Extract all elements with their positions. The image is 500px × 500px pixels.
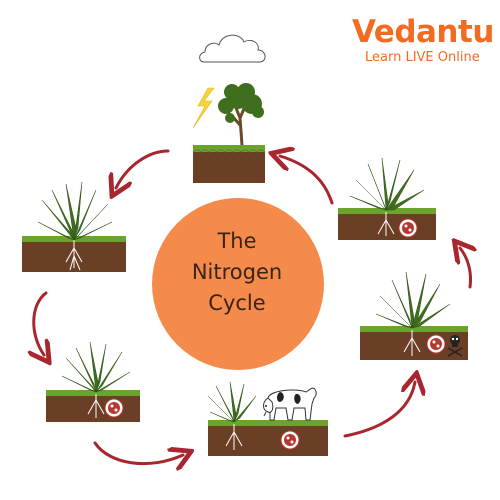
plant-icon: [61, 341, 131, 393]
center-circle: [152, 198, 324, 370]
arrow-bottom-to-right: [343, 382, 415, 438]
title-line-2: Nitrogen: [191, 260, 283, 284]
stage-tree-soil: [192, 83, 266, 183]
plant-icon: [349, 157, 425, 211]
diagram-title: The Nitrogen Cycle: [152, 226, 322, 319]
stage-plant-nodule-upper: [338, 157, 436, 240]
brand-name-rest: edantu: [373, 14, 495, 50]
skull-icon: [447, 335, 463, 357]
stage-plant-nodule: [46, 341, 140, 422]
arrow-tree-to-left: [116, 149, 170, 188]
cycle-arrows: [34, 151, 471, 464]
title-line-1: The: [217, 229, 257, 253]
brand-tagline: Learn LIVE Online: [365, 50, 480, 65]
cow-icon: [263, 387, 317, 421]
nodule-icon: [398, 218, 418, 238]
arrow-left-to-bottomleft: [34, 291, 46, 355]
arrow-upper-to-tree: [280, 156, 334, 205]
arrow-right-to-upper: [460, 248, 471, 289]
brand-logo: Vedantu Learn LIVE Online: [352, 14, 495, 65]
plant-icon: [207, 381, 257, 423]
nodule-icon: [426, 334, 446, 354]
tree-icon: [218, 83, 264, 123]
plant-icon: [37, 181, 113, 241]
cloud-icon: [199, 34, 266, 63]
arrow-bottomleft-to-bottom: [93, 441, 183, 464]
brand-name-first: V: [352, 14, 374, 50]
nodule-icon: [104, 398, 124, 418]
brand-name: Vedantu: [352, 14, 495, 50]
title-line-3: Cycle: [208, 291, 266, 315]
lightning-icon: [192, 87, 215, 129]
stage-plant-cow: [207, 381, 328, 456]
nodule-icon: [280, 430, 300, 450]
stage-plant-skull: [360, 271, 468, 360]
plant-icon: [375, 271, 451, 329]
stage-plant-roots: [22, 181, 126, 272]
roots-icon: [65, 240, 83, 271]
